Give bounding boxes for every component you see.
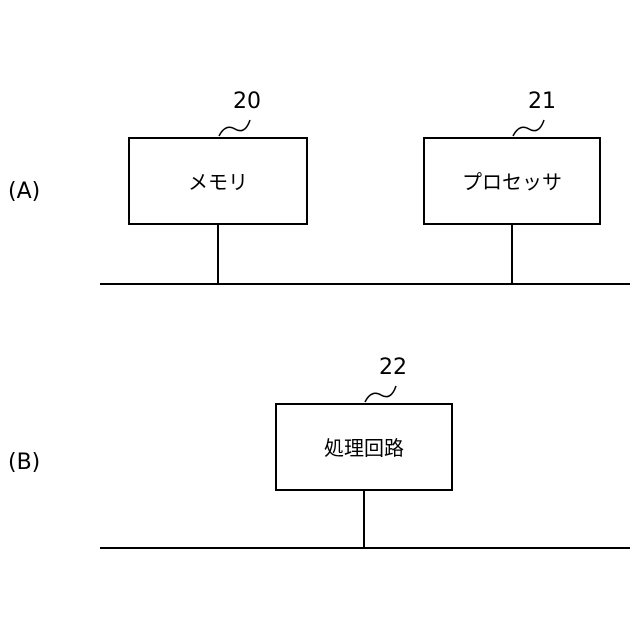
processor-label: プロセッサ [462,170,562,194]
memory-block: メモリ 20 [129,89,307,284]
processing-circuit-leader-line [365,386,396,402]
processing-circuit-block: 処理回路 22 [276,355,452,548]
processing-circuit-label: 処理回路 [324,436,404,460]
memory-label: メモリ [188,170,248,194]
processing-circuit-ref-number: 22 [379,355,407,380]
panel-b: (B) 処理回路 22 [8,355,630,548]
panel-b-label: (B) [8,450,40,475]
processor-block: プロセッサ 21 [424,89,600,284]
memory-leader-line [219,120,250,136]
panel-a: (A) メモリ 20 プロセッサ 21 [8,89,630,284]
processor-ref-number: 21 [528,89,556,114]
panel-a-label: (A) [8,179,40,204]
memory-ref-number: 20 [233,89,261,114]
processor-leader-line [513,120,544,136]
